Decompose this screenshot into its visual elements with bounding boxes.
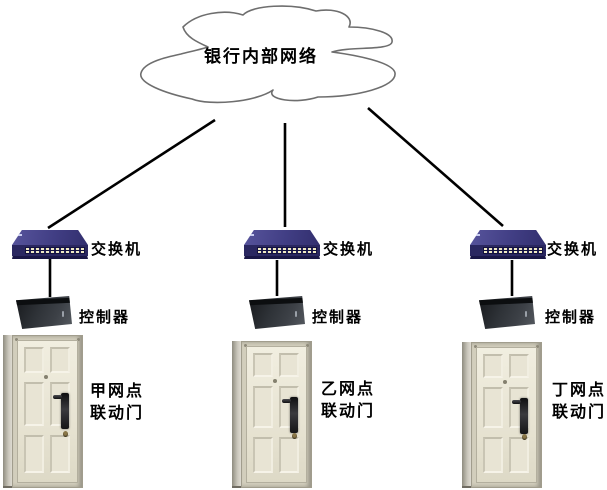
door-side-jamb bbox=[232, 341, 241, 488]
cloud-icon bbox=[140, 5, 396, 104]
switch-led bbox=[248, 234, 254, 236]
switch-led bbox=[474, 234, 480, 236]
controller-body bbox=[249, 296, 305, 329]
door-label-line1: 乙网点 bbox=[321, 381, 376, 398]
switch-ports bbox=[25, 247, 85, 254]
switch-front-face bbox=[470, 245, 546, 256]
door-panel bbox=[24, 381, 44, 426]
controller-lid bbox=[479, 297, 535, 306]
door-panel bbox=[483, 437, 503, 474]
door-panel bbox=[253, 436, 273, 474]
controller-lid bbox=[16, 297, 72, 306]
door-panel bbox=[50, 347, 70, 373]
switch-ports bbox=[257, 247, 317, 254]
screw-icon bbox=[15, 338, 18, 341]
peephole-icon bbox=[503, 380, 507, 385]
door-panel bbox=[279, 353, 299, 378]
controller-label-2: 控制器 bbox=[312, 309, 364, 326]
keyhole-icon bbox=[292, 433, 297, 440]
door-side-jamb bbox=[3, 335, 12, 488]
switch-label-1: 交换机 bbox=[91, 241, 143, 258]
door-panel bbox=[279, 436, 299, 474]
controller-lid bbox=[249, 297, 305, 306]
controller-keyhole bbox=[525, 311, 527, 317]
line-cloud-to-switch-1 bbox=[47, 118, 216, 230]
switch-base bbox=[12, 256, 88, 259]
door-lock-icon bbox=[520, 397, 528, 434]
peephole-icon bbox=[44, 374, 48, 379]
switch-front-face bbox=[244, 245, 320, 256]
controller-keyhole bbox=[62, 311, 64, 317]
door-label-2: 乙网点 联动门 bbox=[321, 379, 375, 423]
door-label-3: 丁网点 联动门 bbox=[552, 380, 606, 424]
controller-icon-3 bbox=[479, 296, 535, 329]
switch-base bbox=[244, 256, 320, 259]
door-frame bbox=[471, 342, 542, 488]
door-panel bbox=[24, 347, 44, 373]
door-side-jamb bbox=[462, 342, 471, 488]
door-handle-icon bbox=[512, 399, 521, 404]
door-panel bbox=[483, 354, 503, 379]
door-icon-2 bbox=[232, 341, 312, 488]
door-icon-3 bbox=[462, 342, 542, 488]
door-handle-icon bbox=[53, 395, 62, 400]
keyhole-icon bbox=[63, 431, 68, 438]
switch-icon-2 bbox=[244, 230, 320, 259]
controller-body bbox=[16, 296, 72, 329]
switch-icon-3 bbox=[470, 230, 546, 259]
door-lock-icon bbox=[290, 396, 298, 433]
screw-icon bbox=[244, 344, 247, 347]
controller-label-3: 控制器 bbox=[545, 309, 597, 326]
door-label-line1: 甲网点 bbox=[90, 383, 145, 400]
door-panel bbox=[483, 386, 503, 429]
switch-label-2: 交换机 bbox=[323, 241, 375, 258]
door-handle-icon bbox=[282, 398, 291, 403]
door-icon-1 bbox=[3, 335, 83, 488]
door-lock-icon bbox=[61, 393, 69, 430]
switch-ports bbox=[483, 247, 543, 254]
switch-label-3: 交换机 bbox=[547, 241, 599, 258]
door-panel bbox=[253, 353, 273, 378]
keyhole-icon bbox=[522, 433, 527, 440]
switch-top-face bbox=[470, 230, 546, 245]
peephole-icon bbox=[273, 379, 277, 384]
door-label-line2: 联动门 bbox=[552, 404, 607, 421]
door-label-line1: 丁网点 bbox=[552, 382, 607, 399]
switch-top-face bbox=[244, 230, 320, 245]
door-frame bbox=[241, 341, 312, 488]
controller-body bbox=[479, 296, 535, 329]
screw-icon bbox=[77, 338, 80, 341]
door-leaf bbox=[476, 347, 537, 483]
line-cloud-to-switch-3 bbox=[367, 107, 504, 227]
switch-front-face bbox=[12, 245, 88, 256]
door-frame bbox=[12, 335, 83, 488]
door-panel bbox=[509, 437, 529, 474]
switch-icon-1 bbox=[12, 230, 88, 259]
door-panel bbox=[509, 354, 529, 379]
cloud-label: 银行内部网络 bbox=[204, 47, 318, 66]
door-leaf bbox=[246, 346, 307, 483]
switch-base bbox=[470, 256, 546, 259]
door-label-line2: 联动门 bbox=[321, 403, 376, 420]
door-panel bbox=[24, 434, 44, 473]
screw-icon bbox=[306, 344, 309, 347]
door-leaf bbox=[17, 340, 78, 483]
switch-led bbox=[16, 234, 22, 236]
switch-top-face bbox=[12, 230, 88, 245]
screw-icon bbox=[474, 345, 477, 348]
door-panel bbox=[253, 386, 273, 428]
screw-icon bbox=[536, 345, 539, 348]
door-label-1: 甲网点 联动门 bbox=[90, 381, 144, 425]
controller-icon-1 bbox=[16, 296, 72, 329]
controller-label-1: 控制器 bbox=[79, 309, 131, 326]
door-label-line2: 联动门 bbox=[90, 405, 145, 422]
controller-keyhole bbox=[295, 311, 297, 317]
controller-icon-2 bbox=[249, 296, 305, 329]
door-panel bbox=[50, 434, 70, 473]
